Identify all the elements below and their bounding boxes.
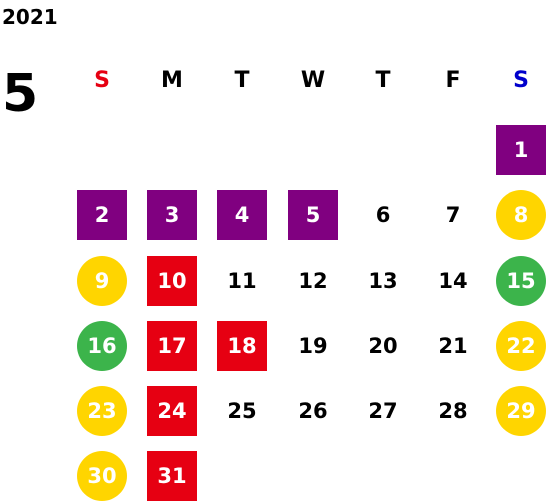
calendar-day-29[interactable]: 29 xyxy=(496,386,546,436)
calendar-day-19[interactable]: 19 xyxy=(298,334,328,358)
calendar-day-24[interactable]: 24 xyxy=(147,386,197,436)
calendar-day-5[interactable]: 5 xyxy=(288,190,338,240)
calendar-day-20[interactable]: 20 xyxy=(368,334,398,358)
calendar-day-10[interactable]: 10 xyxy=(147,256,197,306)
calendar-day-22[interactable]: 22 xyxy=(496,321,546,371)
calendar-day-25[interactable]: 25 xyxy=(227,399,257,423)
calendar-day-21[interactable]: 21 xyxy=(438,334,468,358)
calendar-day-27[interactable]: 27 xyxy=(368,399,398,423)
weekday-header-3: W xyxy=(300,68,326,93)
calendar-day-2[interactable]: 2 xyxy=(77,190,127,240)
calendar-day-13[interactable]: 13 xyxy=(368,269,398,293)
calendar-day-14[interactable]: 14 xyxy=(438,269,468,293)
calendar-day-1[interactable]: 1 xyxy=(496,125,546,175)
calendar-day-9[interactable]: 9 xyxy=(77,256,127,306)
calendar-day-12[interactable]: 12 xyxy=(298,269,328,293)
calendar-day-31[interactable]: 31 xyxy=(147,451,197,501)
calendar-day-15[interactable]: 15 xyxy=(496,256,546,306)
calendar-day-23[interactable]: 23 xyxy=(77,386,127,436)
weekday-header-1: M xyxy=(161,68,183,93)
weekday-header-4: T xyxy=(375,68,391,93)
calendar-year: 2021 xyxy=(2,5,58,29)
calendar-day-28[interactable]: 28 xyxy=(438,399,468,423)
weekday-header-5: F xyxy=(445,68,461,93)
calendar-day-16[interactable]: 16 xyxy=(77,321,127,371)
calendar-day-4[interactable]: 4 xyxy=(217,190,267,240)
calendar-day-17[interactable]: 17 xyxy=(147,321,197,371)
weekday-header-2: T xyxy=(234,68,250,93)
calendar-day-7[interactable]: 7 xyxy=(445,203,461,227)
calendar-day-6[interactable]: 6 xyxy=(375,203,391,227)
calendar-month: 5 xyxy=(2,64,39,124)
calendar-day-8[interactable]: 8 xyxy=(496,190,546,240)
weekday-header-6: S xyxy=(513,68,529,93)
calendar-day-11[interactable]: 11 xyxy=(227,269,257,293)
calendar-day-26[interactable]: 26 xyxy=(298,399,328,423)
calendar-day-3[interactable]: 3 xyxy=(147,190,197,240)
weekday-header-0: S xyxy=(94,68,110,93)
calendar-day-30[interactable]: 30 xyxy=(77,451,127,501)
calendar-day-18[interactable]: 18 xyxy=(217,321,267,371)
